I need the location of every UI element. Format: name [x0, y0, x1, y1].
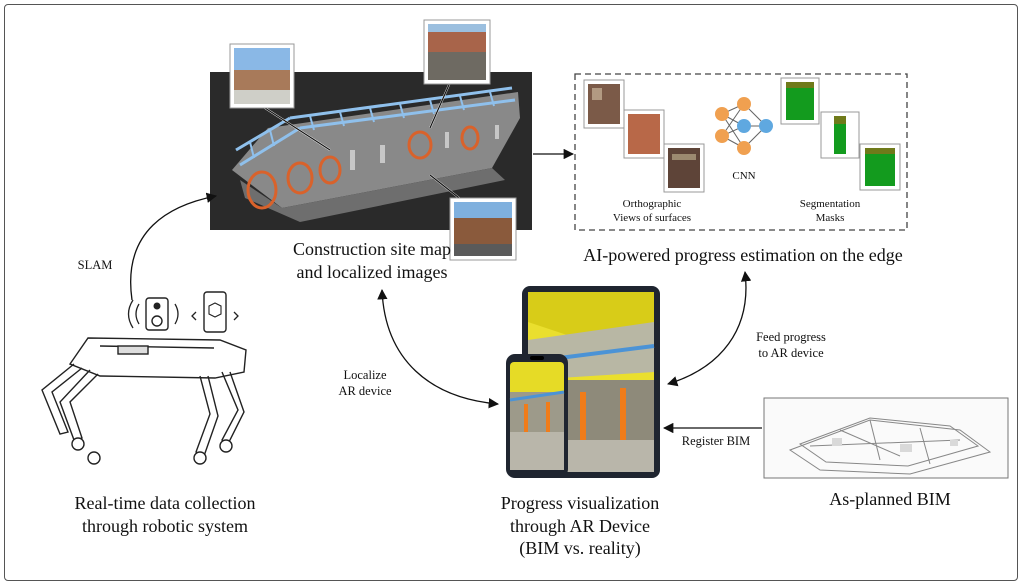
phone-ar-device — [506, 354, 568, 478]
feed-label-line1: Feed progress — [756, 330, 826, 344]
ai-caption: AI-powered progress estimation on the ed… — [583, 245, 903, 265]
segmentation-mask-3 — [859, 143, 901, 191]
cnn-label: CNN — [732, 170, 756, 182]
segmentation-mask-1 — [780, 77, 820, 125]
ar-caption-line1: Progress visualization — [500, 493, 660, 513]
localized-image-1 — [229, 43, 295, 109]
lidar-sensor-icon — [127, 297, 179, 331]
segmentation-label-line1: Segmentation — [799, 198, 861, 210]
map-caption: Construction site map and localized imag… — [222, 238, 522, 283]
ar-caption-line2: through AR Device — [510, 515, 650, 536]
localized-image-2 — [423, 19, 491, 85]
orthographic-view-2 — [623, 109, 665, 159]
phone-ar-icon — [191, 291, 239, 333]
localize-arrow — [377, 288, 500, 409]
orthographic-view-3 — [663, 143, 705, 193]
feed-label: Feed progress to AR device — [736, 330, 846, 361]
segmentation-label-line2: Masks — [815, 211, 845, 224]
localize-label-line1: Localize — [343, 368, 387, 382]
map-caption-line1: Construction site map — [293, 239, 451, 259]
cnn-network-icon — [715, 97, 773, 155]
slam-arrow — [130, 192, 218, 301]
orthographic-label-line1: Orthographic — [622, 198, 682, 210]
feed-label-line2: to AR device — [758, 345, 824, 360]
robot-dog-icon — [41, 337, 247, 465]
orthographic-view-1 — [583, 79, 625, 129]
map-caption-line2: and localized images — [296, 261, 448, 282]
robot-caption: Real-time data collection through roboti… — [20, 492, 310, 537]
bim-model-image — [763, 397, 1009, 479]
robot-caption-line2: through robotic system — [82, 515, 248, 536]
slam-label: SLAM — [77, 258, 113, 272]
robot-caption-line1: Real-time data collection — [74, 493, 256, 513]
segmentation-mask-2 — [820, 111, 860, 159]
localized-image-3 — [449, 197, 517, 261]
localize-label-line2: AR device — [338, 383, 392, 398]
register-label: Register BIM — [681, 434, 751, 448]
feed-progress-arrow — [667, 270, 752, 387]
ar-caption-line3: (BIM vs. reality) — [519, 538, 641, 558]
bim-caption: As-planned BIM — [829, 489, 951, 509]
ai-progress-box — [574, 73, 908, 231]
segmentation-label: Segmentation Masks — [780, 198, 880, 226]
localize-label: Localize AR device — [320, 368, 410, 399]
orthographic-label: Orthographic Views of surfaces — [586, 198, 718, 226]
ar-caption: Progress visualization through AR Device… — [470, 492, 690, 560]
orthographic-label-line2: Views of surfaces — [612, 211, 692, 224]
